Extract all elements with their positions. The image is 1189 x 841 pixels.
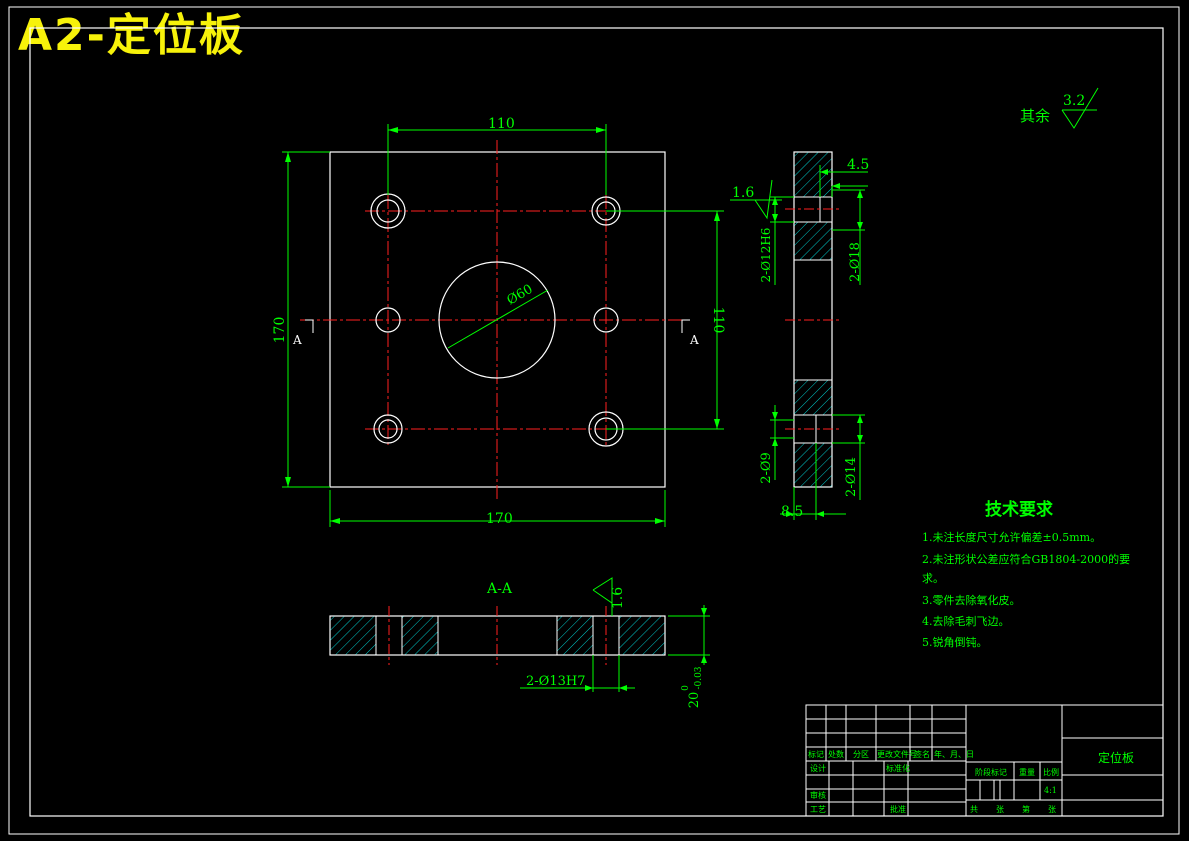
- tech-requirements: 技术要求 1.未注长度尺寸允许偏差±0.5mm。 2.未注形状公差应符合GB18…: [922, 499, 1130, 649]
- tb-part-name: 定位板: [1098, 750, 1134, 765]
- tb-weight: 重量: [1019, 767, 1035, 777]
- roughness-rest-label: 其余: [1020, 107, 1050, 125]
- tech-item: 2.未注形状公差应符合GB1804-2000的要: [922, 552, 1130, 566]
- tech-item: 1.未注长度尺寸允许偏差±0.5mm。: [922, 530, 1101, 544]
- dim-width: 170: [486, 511, 513, 527]
- tech-item: 3.零件去除氧化皮。: [922, 593, 1021, 607]
- drawing-title: A2-定位板: [18, 10, 245, 61]
- inner-border: [29, 27, 1164, 817]
- big-hole: [438, 261, 556, 379]
- tech-item: 5.锐角倒钝。: [922, 635, 988, 649]
- tb-scale-value: 4:1: [1044, 786, 1057, 795]
- tb-header: 更改文件号: [877, 749, 917, 759]
- tb-standardize: 标准化: [886, 763, 910, 773]
- tb-process: 工艺: [810, 805, 826, 814]
- tb-sheets-total: 共: [970, 805, 978, 814]
- dim-big-hole: Ø60: [505, 282, 536, 309]
- dim-side-depth: 4.5: [847, 157, 869, 173]
- tb-sheet-no: 第: [1022, 804, 1030, 814]
- dim-thickness-lower: -0.03: [694, 666, 704, 689]
- dim-bottom-hole: 2-Ø9: [759, 452, 774, 484]
- section-name: A-A: [486, 581, 513, 597]
- tb-stage-mark: 阶段标记: [975, 767, 1007, 777]
- tb-review: 审核: [810, 790, 826, 800]
- tb-design: 设计: [810, 763, 826, 773]
- dim-height: 170: [272, 317, 288, 344]
- tech-item: 4.去除毛刺飞边。: [922, 614, 1010, 628]
- tb-header: 标记: [808, 749, 824, 759]
- tb-approve: 批准: [890, 804, 906, 814]
- roughness-rest-value: 3.2: [1063, 93, 1085, 109]
- roughness-rest-symbol: 3.2 其余: [1020, 87, 1099, 129]
- tech-title: 技术要求: [985, 499, 1053, 520]
- section-marker-right: A: [689, 333, 699, 347]
- tb-header: 分区: [853, 750, 869, 759]
- tech-item: 求。: [922, 572, 944, 585]
- dim-side-depth-bottom: 8.5: [781, 504, 803, 520]
- tb-header: 签名: [914, 749, 930, 759]
- tb-sheets-word: 张: [996, 805, 1004, 814]
- dim-section-hole-fit: 2-Ø13H7: [526, 674, 585, 689]
- dim-thickness-upper: 0: [681, 685, 691, 691]
- tb-scale: 比例: [1043, 767, 1059, 777]
- section-marker-left: A: [292, 333, 302, 347]
- dim-bottom-counterbore: 2-Ø14: [844, 457, 859, 497]
- roughness-section: 1.6: [610, 587, 626, 609]
- front-view: Ø60 110 170 170 11: [272, 116, 726, 527]
- dim-through-hole-fit: 2-Ø12H6: [759, 228, 773, 283]
- tb-header: 处数: [828, 749, 844, 759]
- roughness-side: 1.6: [732, 185, 754, 201]
- title-block: 标记 处数 分区 更改文件号 签名 年、月、日 设计 标准化 审核 工艺 批准 …: [805, 704, 1164, 817]
- tb-header: 年、月、日: [934, 749, 974, 759]
- side-view: 4.5 2-Ø18 2-Ø12H6 2-Ø14 2-Ø9 8.5 1.6: [730, 151, 869, 520]
- dim-thickness-value: 20: [687, 692, 702, 709]
- section-view: A-A 1.6 2-Ø13H7 20: [329, 577, 710, 709]
- dim-top-hole-spacing: 110: [488, 116, 515, 132]
- tb-sheet-word: 张: [1048, 805, 1056, 814]
- dim-counterbore-dia: 2-Ø18: [848, 242, 863, 282]
- outer-border: [8, 6, 1180, 835]
- dim-right-hole-spacing: 110: [710, 307, 726, 334]
